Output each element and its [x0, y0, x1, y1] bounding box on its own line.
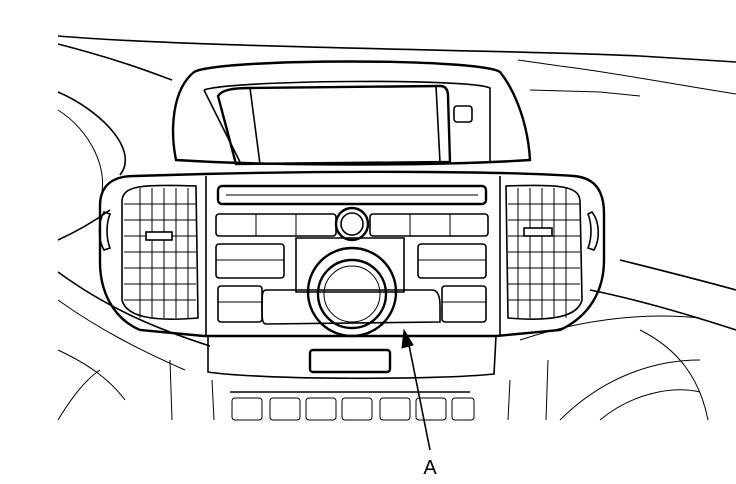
right-air-vent — [505, 184, 600, 320]
callout-a-leader — [401, 328, 431, 451]
display-hood — [171, 60, 532, 166]
interface-dial-knob — [316, 258, 388, 330]
center-panel-bezel — [98, 170, 606, 380]
mode-button-right-upper — [417, 243, 487, 279]
hazard-switch-slot — [308, 348, 392, 374]
interface-dial-housing — [306, 246, 398, 338]
right-vent-thumbwheel-icon — [586, 210, 600, 251]
dashboard-outline — [57, 35, 736, 421]
arrowhead-icon — [401, 328, 414, 349]
lower-climate-panel — [230, 391, 475, 421]
left-vent-thumbwheel-icon — [98, 211, 112, 251]
cd-slot — [216, 184, 488, 206]
left-air-vent — [98, 184, 199, 320]
display-screen — [216, 84, 473, 166]
power-volume-knob — [334, 206, 370, 242]
callout-label-a: A — [423, 457, 437, 479]
interface-dial-surround — [261, 289, 441, 325]
left-vent-tab — [145, 231, 173, 241]
mode-button-left-upper — [215, 243, 285, 279]
audio-control-panel — [215, 184, 489, 374]
preset-buttons-right — [369, 213, 489, 237]
preset-buttons-left — [215, 213, 337, 237]
control-button-left-lower — [217, 285, 263, 323]
control-button-right-lower — [441, 285, 487, 323]
right-vent-tab — [523, 227, 553, 237]
display-button-icon — [453, 105, 473, 123]
